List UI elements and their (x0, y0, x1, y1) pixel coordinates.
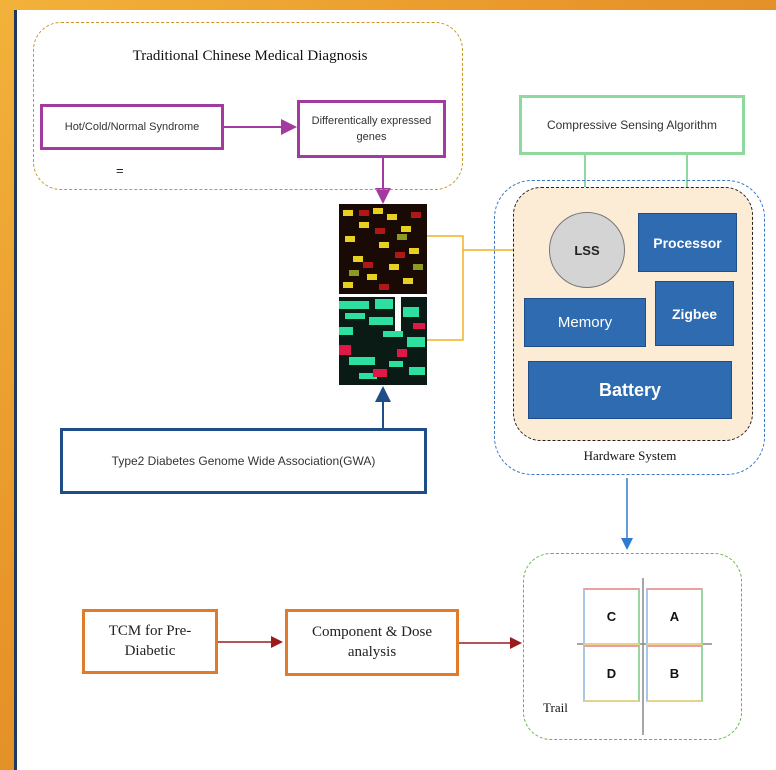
equals-mark: = (116, 163, 124, 178)
memory-block: Memory (524, 298, 646, 347)
quadrant-a: A (646, 588, 703, 645)
tcm-prediabetic-box: TCM for Pre-Diabetic (82, 609, 218, 674)
zigbee-block: Zigbee (655, 281, 734, 346)
compressive-sensing-box: Compressive Sensing Algorithm (519, 95, 745, 155)
processor-block: Processor (638, 213, 737, 272)
quadrant-b: B (646, 645, 703, 702)
heatmap-green-image (339, 297, 427, 385)
quadrant-c: C (583, 588, 640, 645)
syndrome-box: Hot/Cold/Normal Syndrome (40, 104, 224, 150)
battery-block: Battery (528, 361, 732, 419)
component-dose-box: Component & Dose analysis (285, 609, 459, 676)
heatmap-yellow-image (339, 204, 427, 294)
gwa-box: Type2 Diabetes Genome Wide Association(G… (60, 428, 427, 494)
tcm-diagnosis-title: Traditional Chinese Medical Diagnosis (132, 48, 368, 64)
quadrant-d: D (583, 645, 640, 702)
trail-group (523, 553, 742, 740)
trail-label: Trail (543, 700, 568, 715)
expressed-genes-box: Differentically expressed genes (297, 100, 446, 158)
tcm-diagnosis-group (33, 22, 463, 190)
hardware-system-label: Hardware System (583, 448, 677, 463)
lss-circle: LSS (549, 212, 625, 288)
hardware-system-group (494, 180, 765, 475)
